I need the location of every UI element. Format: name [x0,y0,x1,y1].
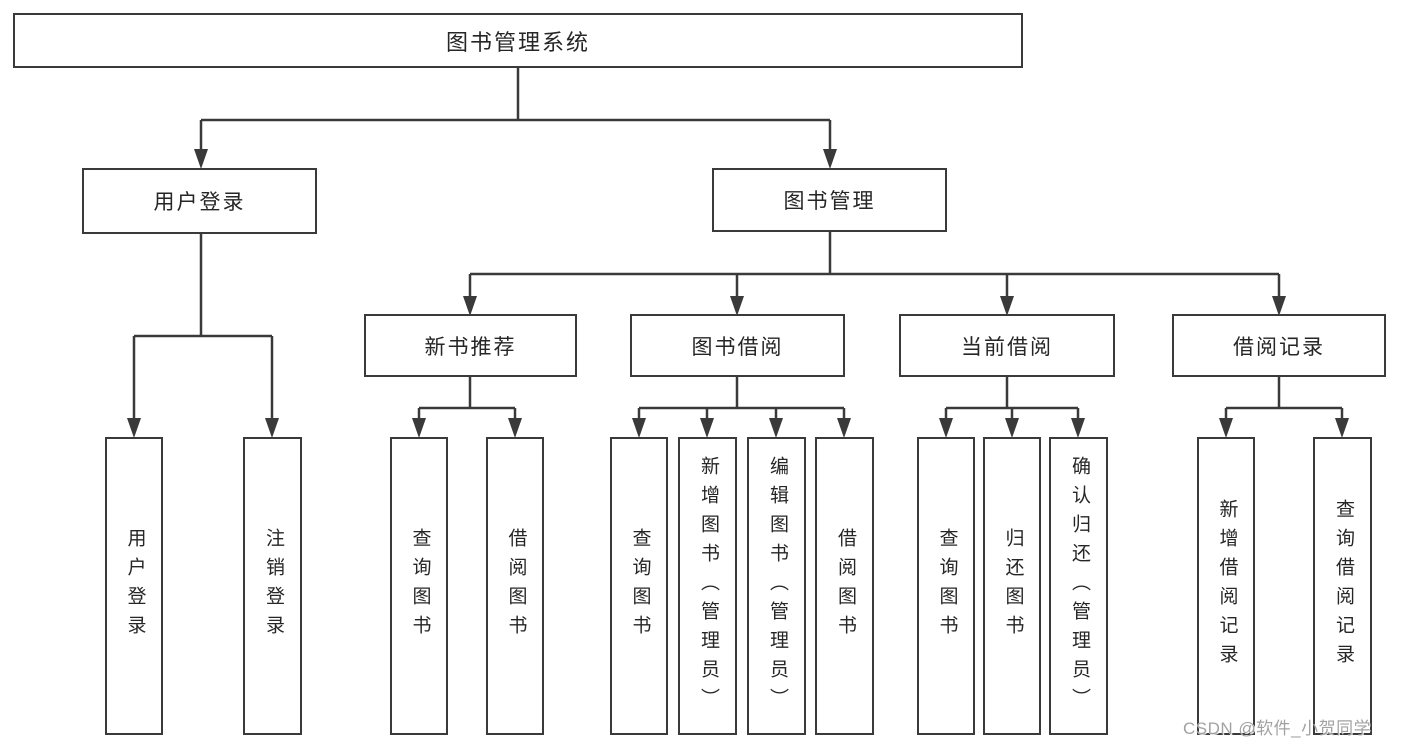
leaf-confirm-return-admin: 确认归还（管理员） [1049,437,1108,735]
node-book-management-label: 图书管理 [783,190,876,213]
node-current-borrow: 当前借阅 [899,314,1115,377]
node-borrow-records-label: 借阅记录 [1233,335,1325,359]
node-user-login: 用户登录 [82,168,317,234]
leaf-query-books-2: 查询图书 [610,437,668,735]
leaf-borrow-books-2: 借阅图书 [815,437,874,735]
leaf-add-book-admin-label: 新增图书（管理员） [697,455,719,717]
csdn-watermark: CSDN @软件_小贺同学 [1183,719,1372,738]
leaf-add-borrow-record: 新增借阅记录 [1197,437,1255,735]
leaf-return-book-label: 归还图书 [1002,528,1024,644]
node-root-label: 图书管理系统 [445,29,590,55]
node-borrow-records: 借阅记录 [1172,314,1386,377]
leaf-return-book: 归还图书 [983,437,1041,735]
leaf-edit-book-admin-label: 编辑图书（管理员） [766,455,788,717]
leaf-query-books-3: 查询图书 [917,437,975,735]
leaf-query-borrow-record-label: 查询借阅记录 [1332,499,1354,673]
node-root: 图书管理系统 [13,13,1023,68]
node-new-book-recommend-label: 新书推荐 [424,335,517,359]
leaf-borrow-books-2-label: 借阅图书 [834,528,856,644]
leaf-borrow-books-1-label: 借阅图书 [505,528,527,644]
leaf-confirm-return-admin-label: 确认归还（管理员） [1068,455,1090,717]
leaf-query-books-1-label: 查询图书 [409,528,431,644]
node-book-borrow-label: 图书借阅 [691,335,784,359]
leaf-query-books-3-label: 查询图书 [936,528,958,644]
leaf-query-borrow-record: 查询借阅记录 [1313,437,1372,735]
leaf-add-borrow-record-label: 新增借阅记录 [1216,499,1238,673]
node-book-borrow: 图书借阅 [630,314,845,377]
leaf-query-books-1: 查询图书 [390,437,448,735]
leaf-query-books-2-label: 查询图书 [629,528,651,644]
node-user-login-label: 用户登录 [153,191,246,214]
leaf-borrow-books-1: 借阅图书 [486,437,544,735]
leaf-logout: 注销登录 [243,437,302,735]
node-current-borrow-label: 当前借阅 [961,335,1053,359]
node-book-management: 图书管理 [712,168,947,232]
leaf-edit-book-admin: 编辑图书（管理员） [747,437,806,735]
leaf-logout-label: 注销登录 [262,528,284,644]
leaf-user-login-label: 用户登录 [124,528,146,644]
node-new-book-recommend: 新书推荐 [364,314,577,377]
leaf-user-login: 用户登录 [105,437,163,735]
leaf-add-book-admin: 新增图书（管理员） [678,437,737,735]
